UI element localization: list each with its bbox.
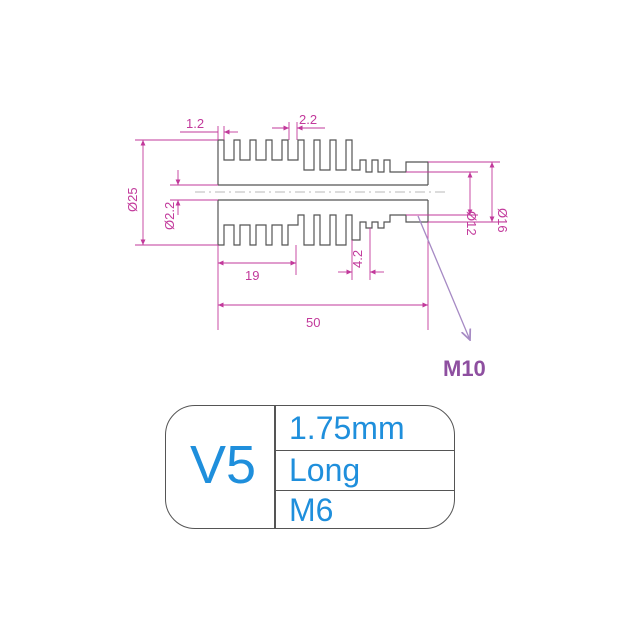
dim-fin-thickness: 1.2 (186, 116, 204, 131)
dim-bore-diameter: Ø2.2 (162, 202, 177, 230)
spec-box: V5 1.75mm Long M6 (165, 405, 455, 529)
spec-row-filament: 1.75mm (289, 409, 405, 446)
dim-total-length: 50 (306, 315, 320, 330)
dim-neck-diameter: Ø12 (464, 211, 479, 236)
dim-body-diameter: Ø25 (125, 187, 140, 212)
dim-top-diameter: Ø16 (495, 208, 510, 233)
m10-leader-arrow (417, 215, 470, 340)
spec-row-length: Long (275, 450, 454, 490)
spec-row-thread: M6 (275, 490, 454, 530)
spec-box-divider (274, 406, 276, 528)
heatsink-technical-drawing: 1.2 2.2 Ø25 Ø2.2 19 4.2 50 Ø12 Ø16 (125, 112, 510, 400)
dim-fin-gap: 2.2 (299, 112, 317, 127)
dim-heatsink-length: 19 (245, 268, 259, 283)
dim-groove-width: 4.2 (350, 250, 365, 268)
heatsink-outline (217, 139, 429, 246)
thread-callout-label: M10 (443, 356, 486, 381)
version-label: V5 (189, 435, 257, 495)
